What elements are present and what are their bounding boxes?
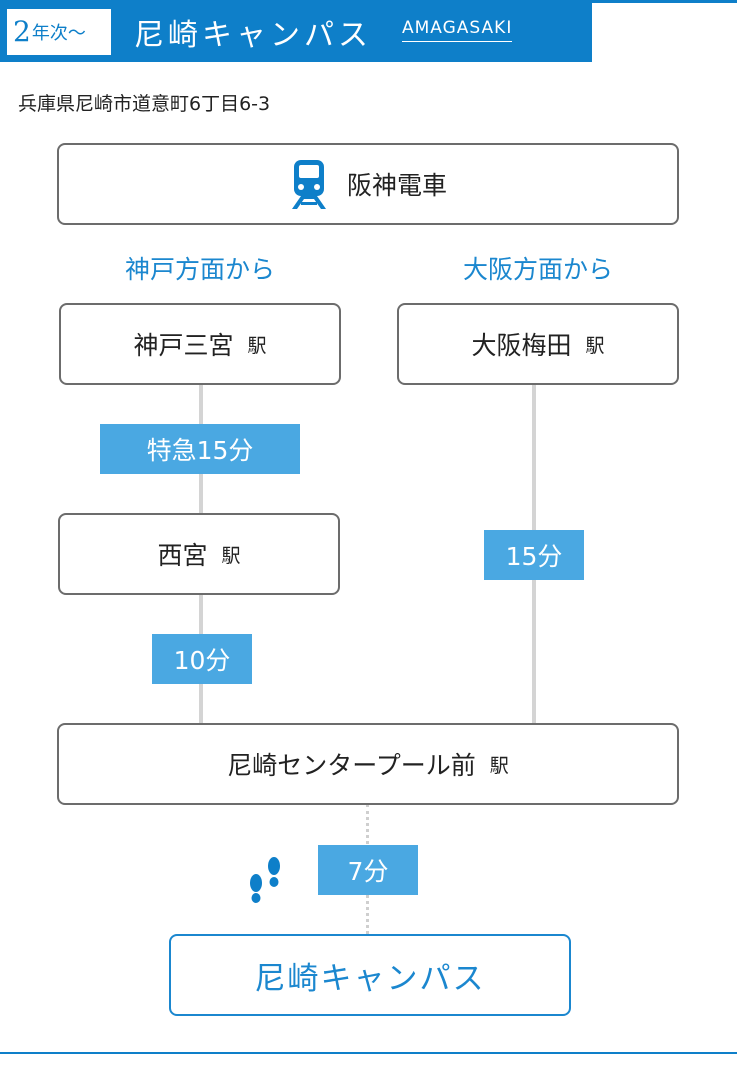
footprints-icon xyxy=(247,856,283,908)
grade-text: 年次〜 xyxy=(31,23,86,44)
station-nishinomiya: 西宮 駅 xyxy=(58,513,340,595)
header-rule xyxy=(592,0,737,3)
direction-kobe: 神戸方面から xyxy=(124,255,275,284)
station-suffix: 駅 xyxy=(585,334,605,357)
station-name: 大阪梅田 xyxy=(471,331,572,360)
footer-rule xyxy=(0,1052,737,1054)
station-suffix: 駅 xyxy=(221,544,241,567)
page-subtitle: AMAGASAKI xyxy=(402,18,513,42)
station-sannomiya: 神戸三宮 駅 xyxy=(59,303,341,385)
campus-address: 兵庫県尼崎市道意町6丁目6-3 xyxy=(18,93,271,115)
station-umeda: 大阪梅田 駅 xyxy=(397,303,679,385)
station-suffix: 駅 xyxy=(489,754,509,777)
train-icon xyxy=(289,158,329,210)
railway-name: 阪神電車 xyxy=(346,171,447,200)
grade-number: 2 xyxy=(13,15,31,48)
time-tag-nishinomiya: 10分 xyxy=(152,634,252,684)
time-tag-walk: 7分 xyxy=(318,845,418,895)
grade-badge: 2 年次〜 xyxy=(7,9,111,55)
destination-campus: 尼崎キャンパス xyxy=(169,934,571,1016)
station-name: 尼崎センタープール前 xyxy=(227,751,476,780)
station-suffix: 駅 xyxy=(247,334,267,357)
railway-line-box: 阪神電車 xyxy=(57,143,679,225)
station-name: 神戸三宮 xyxy=(133,331,234,360)
page-title: 尼崎キャンパス xyxy=(134,18,372,53)
station-center-pool: 尼崎センタープール前 駅 xyxy=(57,723,679,805)
direction-osaka: 大阪方面から xyxy=(462,255,613,284)
time-tag-express: 特急15分 xyxy=(100,424,300,474)
station-name: 西宮 xyxy=(157,541,208,570)
time-tag-umeda: 15分 xyxy=(484,530,584,580)
